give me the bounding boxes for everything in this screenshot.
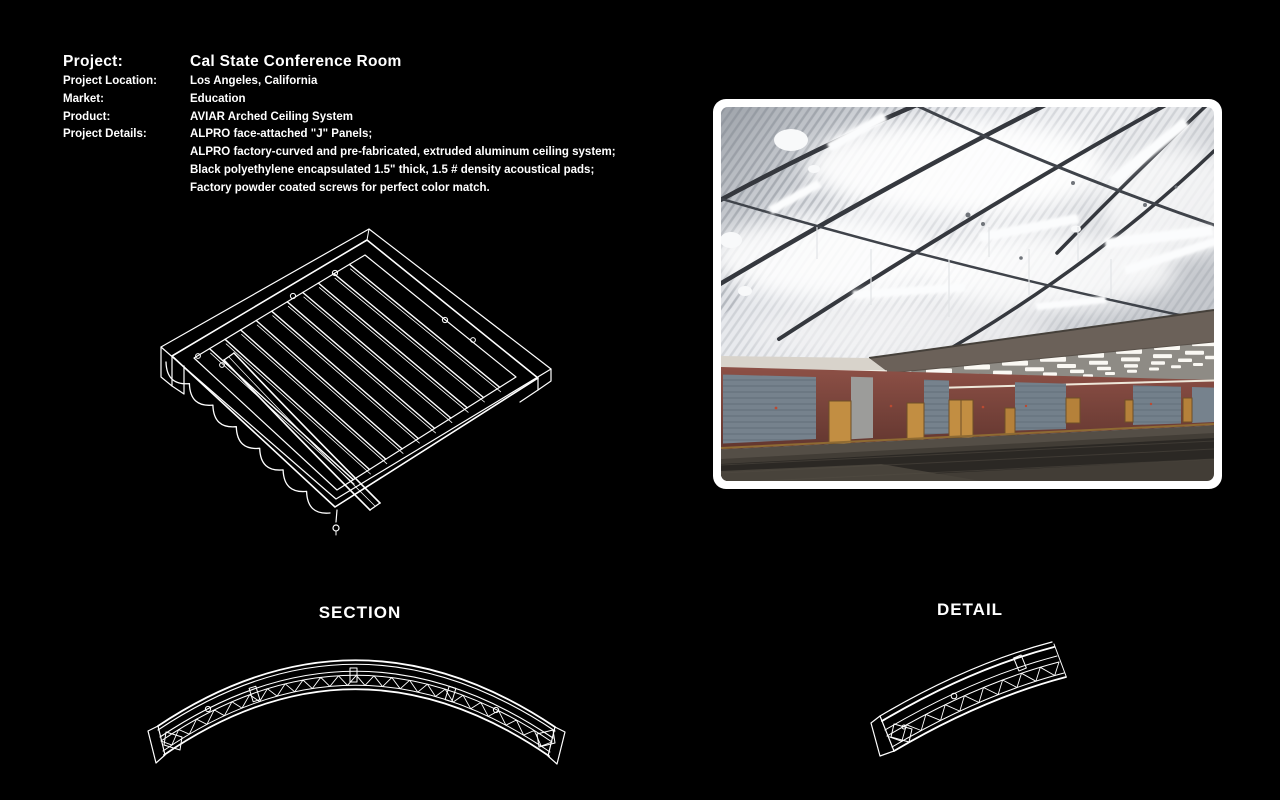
info-label: Project: [63,53,124,70]
info-row: Project Location: Los Angeles, Californi… [63,73,616,91]
info-row: Project: Cal State Conference Room [63,50,616,73]
info-label: Market: [63,92,104,105]
ceiling-slats [208,263,502,485]
wall-panels [723,374,1214,444]
uplight-bars [768,112,1214,311]
info-row: Product: AVIAR Arched Ceiling System [63,109,616,127]
info-row: Market: Education [63,91,616,109]
info-row: ALPRO factory-curved and pre-fabricated,… [63,144,616,162]
baseboard [721,423,1214,449]
info-label: Product: [63,110,111,123]
isometric-drawing [160,228,552,536]
section-drawing [147,659,566,765]
ceiling-beams [721,107,1214,363]
info-label: Project Details: [63,128,147,141]
info-label [63,180,190,198]
photo-scene [721,107,1214,481]
corrugated-edge [165,361,331,514]
info-label [63,162,190,180]
info-row: Black polyethylene encapsulated 1.5" thi… [63,162,616,180]
doors [828,397,1193,445]
detail-label: DETAIL [936,600,1004,619]
detail-drawing [870,641,1067,757]
info-value: Black polyethylene encapsulated 1.5" thi… [190,163,595,176]
truss-zigzag [886,661,1060,742]
section-label: SECTION [318,603,402,622]
info-label: Project Location: [63,75,157,87]
info-value: ALPRO factory-curved and pre-fabricated,… [190,146,616,159]
info-label [63,144,190,162]
soffit [869,310,1214,373]
project-photo [713,99,1222,489]
info-value: Factory powder coated screws for perfect… [190,181,490,194]
suspension-clip [1013,654,1027,672]
wall-alarm-dots [774,402,1153,410]
truss-zigzag [160,674,553,747]
info-value: ALPRO face-attached "J" Panels; [190,128,373,141]
project-info: Project: Cal State Conference Room Proje… [63,50,616,198]
info-row: Factory powder coated screws for perfect… [63,180,616,198]
info-value: AVIAR Arched Ceiling System [190,110,353,123]
info-value: Cal State Conference Room [190,53,402,70]
downlights [721,129,1081,296]
info-row: Project Details: ALPRO face-attached "J"… [63,126,616,144]
info-value: Education [190,92,246,105]
far-light-rows [926,341,1214,380]
info-value: Los Angeles, California [190,75,318,87]
hanger-rods [816,227,1112,317]
suspension-clips [248,667,457,703]
